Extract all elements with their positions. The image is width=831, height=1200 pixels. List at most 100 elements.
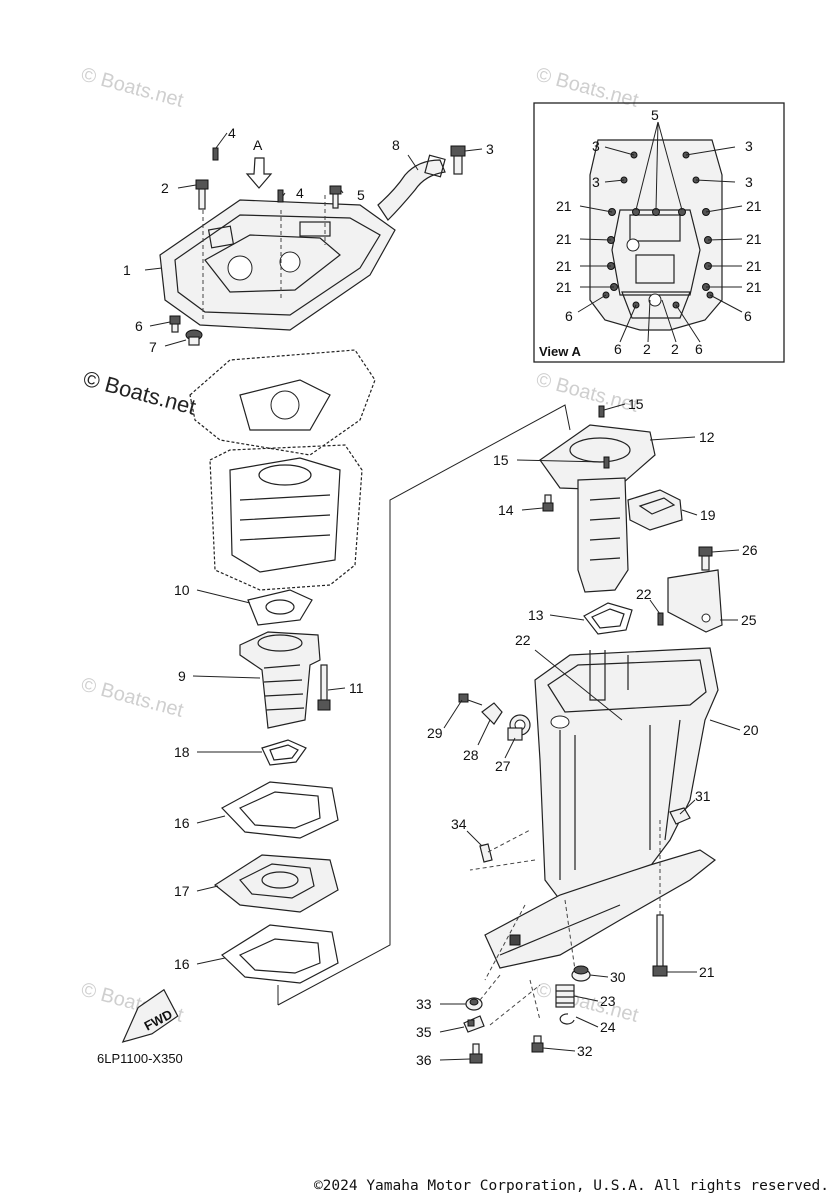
callout-leaders: [144, 132, 741, 1061]
upper-casing-ghost: [189, 349, 376, 591]
callout-23: 23: [600, 993, 616, 1009]
watermark: © Boats.net: [534, 369, 641, 417]
callout-21: 21: [746, 258, 762, 274]
exhaust-manifold-9: [239, 631, 321, 729]
bolt-6: [169, 315, 181, 333]
callout-20: 20: [743, 722, 759, 738]
exhaust-tube: [577, 477, 629, 593]
screw-29: [458, 693, 483, 706]
callout-27: 27: [495, 758, 511, 774]
callout-36: 36: [416, 1052, 432, 1068]
arrow-a-label: A: [253, 137, 263, 153]
callout-8: 8: [392, 137, 400, 153]
bolt-2: [195, 179, 209, 210]
grouping-bracket: [277, 404, 571, 1006]
inset-bolts: [602, 151, 714, 309]
dowel-22: [657, 612, 664, 626]
callout-19: 19: [700, 507, 716, 523]
callout-12: 12: [699, 429, 715, 445]
callout-32: 32: [577, 1043, 593, 1059]
callout-3: 3: [745, 138, 753, 154]
callout-26: 26: [742, 542, 758, 558]
callout-21: 21: [746, 198, 762, 214]
callout-21: 21: [556, 198, 572, 214]
watermark: © Boats.net: [79, 674, 186, 722]
bracket-35: [463, 1015, 485, 1033]
gasket-16-lower: [221, 924, 339, 984]
callout-14: 14: [498, 502, 514, 518]
callout-9: 9: [178, 668, 186, 684]
watermark-main: © Boats.net: [81, 366, 199, 420]
callout-17: 17: [174, 883, 190, 899]
callout-2: 2: [643, 341, 651, 357]
exhaust-guide: [159, 199, 396, 331]
callout-21: 21: [746, 231, 762, 247]
callout-3: 3: [486, 141, 494, 157]
callout-3: 3: [592, 138, 600, 154]
clip-28: [481, 702, 503, 725]
callout-21: 21: [556, 231, 572, 247]
callout-24: 24: [600, 1019, 616, 1035]
callout-6: 6: [695, 341, 703, 357]
gasket-16: [221, 781, 339, 839]
callout-4: 4: [228, 125, 236, 141]
bolt-14: [542, 494, 554, 512]
plate-17: [213, 854, 339, 913]
long-bolt-21: [652, 820, 668, 977]
mount-plate-12: [539, 424, 656, 491]
clip-24: [559, 1013, 575, 1025]
callout-11: 11: [349, 680, 364, 696]
callout-5: 5: [651, 107, 659, 123]
drawing-code: 6LP1100-X350: [97, 1051, 183, 1066]
callout-16: 16: [174, 815, 190, 831]
inset-plate: [589, 139, 723, 331]
callout-3: 3: [745, 174, 753, 190]
dowel-pin: [277, 189, 284, 203]
water-hose: [377, 159, 446, 221]
exhaust-tube-assembly: [539, 405, 683, 593]
seal-18: [261, 739, 307, 766]
callout-6: 6: [135, 318, 143, 334]
bolt-11: [317, 664, 331, 711]
lower-casing-20: [469, 647, 719, 1021]
gasket-10: [247, 589, 313, 626]
bolt-26: [698, 546, 713, 571]
callout-13: 13: [528, 607, 544, 623]
callout-35: 35: [416, 1024, 432, 1040]
bolt-3: [450, 145, 466, 175]
grommet-27: [507, 714, 531, 741]
callout-25: 25: [741, 612, 757, 628]
grommet-33: [465, 997, 483, 1011]
callout-16: 16: [174, 956, 190, 972]
callout-2: 2: [161, 180, 169, 196]
callout-4: 4: [296, 185, 304, 201]
plug-7: [185, 329, 203, 346]
watermark: © Boats.net: [534, 979, 641, 1027]
callout-22: 22: [515, 632, 531, 648]
pin-34: [479, 843, 493, 863]
callout-7: 7: [149, 339, 157, 355]
callout-15: 15: [628, 396, 644, 412]
dowel-pin: [212, 147, 219, 161]
callout-6: 6: [744, 308, 752, 324]
bolt-36: [469, 1043, 483, 1064]
callout-29: 29: [427, 725, 443, 741]
exhaust-guide-assembly: [159, 145, 466, 346]
callout-6: 6: [565, 308, 573, 324]
callout-labels: 1 2 4 4 5 8 3 A 6 7 10 9 11 18 16 17 16 …: [97, 125, 759, 1068]
callout-30: 30: [610, 969, 626, 985]
callout-34: 34: [451, 816, 467, 832]
callout-21: 21: [746, 279, 762, 295]
callout-5: 5: [357, 187, 365, 203]
block-19: [627, 489, 683, 531]
inset-frame: [533, 102, 785, 363]
seal-13: [583, 602, 633, 635]
inset-leaders: [577, 121, 743, 343]
inset-labels: 5 3 3 3 3 21 21 21 21 21 21 21 21 6 6 6 …: [539, 107, 762, 359]
callout-18: 18: [174, 744, 190, 760]
callout-28: 28: [463, 747, 479, 763]
callout-2: 2: [671, 341, 679, 357]
grommet-30: [571, 965, 591, 982]
